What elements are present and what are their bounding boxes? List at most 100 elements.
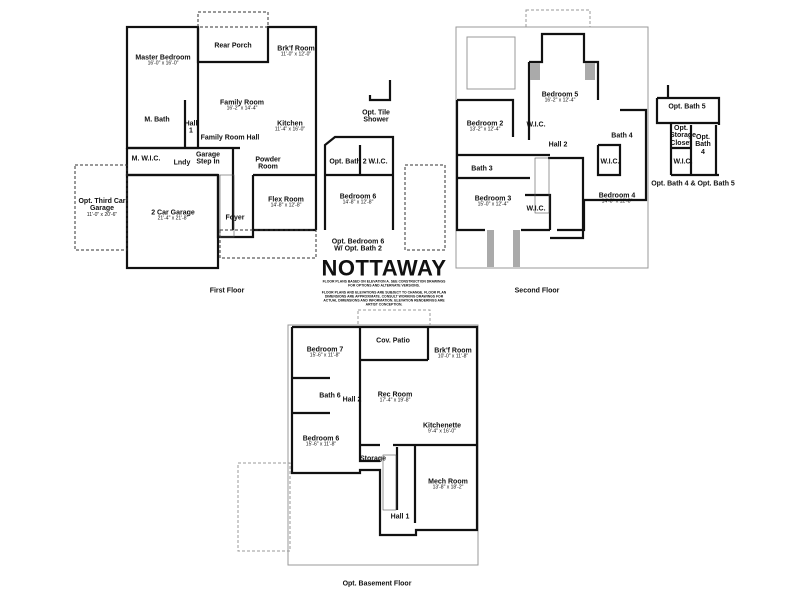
second-floor-hatch [487,63,595,267]
room-name: Family Room [220,99,264,107]
room-name: Bath 3 [471,165,493,173]
second-floor-caption: Second Floor [514,287,560,295]
room-name: Bath 4 [611,132,633,140]
room-name: Opt. Storage Closet [670,124,697,147]
room-name: Opt. Bedroom 6 W/ Opt. Bath 2 [331,238,385,253]
room-wic-2: W.I.C. [526,121,545,128]
room-name: Opt. Bath 4 [695,133,711,156]
room-bath-3: Bath 3 [471,165,492,172]
plan-title: NOTTAWAY [321,255,447,281]
room-name: Bedroom 7 [306,346,344,354]
room-dims: 9'-4" x 16'-0" [428,429,456,436]
room-basement-hall-2: Hall 2 [343,396,362,403]
room-laundry: Lndy [174,159,191,166]
room-wic: W.I.C. [368,158,387,165]
room-name: Mech Room [428,478,468,486]
disclaimer-block: FLOOR PLANS BASED ON ELEVATION A. SEE CO… [319,279,449,306]
room-dims: 15'-6" x 11'-8" [309,353,341,360]
first-floor-optional-outlines [74,11,446,259]
room-name: W.I.C. [600,158,620,166]
room-name: Master Bedroom [135,54,191,62]
room-name: Hall 2 [342,396,362,404]
room-name: M. Bath [144,116,170,124]
basement-walls [290,325,479,537]
room-opt-wic: W.I.C. [673,158,692,165]
option-caption: Opt. Bath 4 & Opt. Bath 5 [651,180,735,188]
room-name: Bath 6 [319,392,341,400]
room-opt-tile-shower: Opt. Tile Shower [361,110,391,125]
room-m-bath: M. Bath [144,116,169,123]
room-wic-4: W.I.C. [600,158,619,165]
room-name: Garage Step In [195,151,221,166]
room-family-room-hall: Family Room Hall [201,134,260,141]
disclaimer-1: FLOOR PLANS BASED ON ELEVATION A. SEE CO… [322,279,446,288]
room-basement-hall-1: Hall 1 [391,513,410,520]
room-name: W.I.C. [368,158,388,166]
room-name: Bedroom 6 [339,193,377,201]
room-name: Brk'f Room [277,45,315,53]
room-dims: 16'-2" x 14'-4" [226,106,258,113]
room-name: Hall 2 [548,141,568,149]
room-opt-bath-4: Opt. Bath 4 [693,134,713,156]
room-opt-bath-2: Opt. Bath 2 [329,158,366,165]
room-hall-2: Hall 2 [549,141,568,148]
room-dims: 15'-0" x 12'-4" [477,202,509,209]
room-name: Brk'f Room [434,347,472,355]
room-name: Bedroom 2 [466,120,504,128]
option-bath-walls [655,85,721,177]
room-dims: 10'-0" x 11'-8" [437,354,469,361]
room-name: M. W.I.C. [131,155,161,163]
second-floor-walls [455,32,648,240]
room-garage-step-in: Garage Step In [193,152,223,167]
room-dims: 13'-2" x 12'-4" [469,127,501,134]
basement-caption: Opt. Basement Floor [342,580,412,588]
room-name: Rear Porch [214,42,252,50]
room-dims: 14'-8" x 12'-8" [270,203,302,210]
room-dims: 16'-0" x 16'-0" [147,61,179,68]
room-name: Storage [359,455,387,463]
room-dims: 15'-6" x 11'-8" [305,442,337,449]
room-dims: 11'-0" x 20'-6" [86,211,118,218]
room-opt-storage-closet: Opt. Storage Closet [670,124,697,147]
room-name: Family Room Hall [200,134,260,142]
room-opt-bath-5: Opt. Bath 5 [668,103,705,110]
first-floor-walls [125,25,395,270]
room-name: Hall 1 [390,513,410,521]
room-hall-1: Hall 1 [183,121,199,136]
room-name: 2 Car Garage [151,209,195,217]
room-dims: 21'-4" x 21'-8" [157,216,189,223]
room-foyer: Foyer [225,214,244,221]
room-name: Bedroom 6 [302,435,340,443]
room-bath-4: Bath 4 [611,132,632,139]
room-name: Bedroom 3 [474,195,512,203]
room-dims: 14'-8" x 12'-8" [601,199,633,206]
room-name: Bedroom 4 [598,192,636,200]
room-name: Kitchen [277,120,303,128]
room-name: Cov. Patio [376,337,410,345]
stairs [219,157,550,511]
room-bath-6: Bath 6 [319,392,340,399]
room-dims: 14'-8" x 12'-8" [342,200,374,207]
room-name: Hall 1 [184,120,198,135]
disclaimer-2: FLOOR PLANS AND ELEVATIONS ARE SUBJECT T… [321,290,447,307]
room-name: W.I.C. [673,158,693,166]
room-m-wic: M. W.I.C. [132,155,161,162]
room-name: Flex Room [268,196,304,204]
room-powder-room: Powder Room [252,157,284,172]
